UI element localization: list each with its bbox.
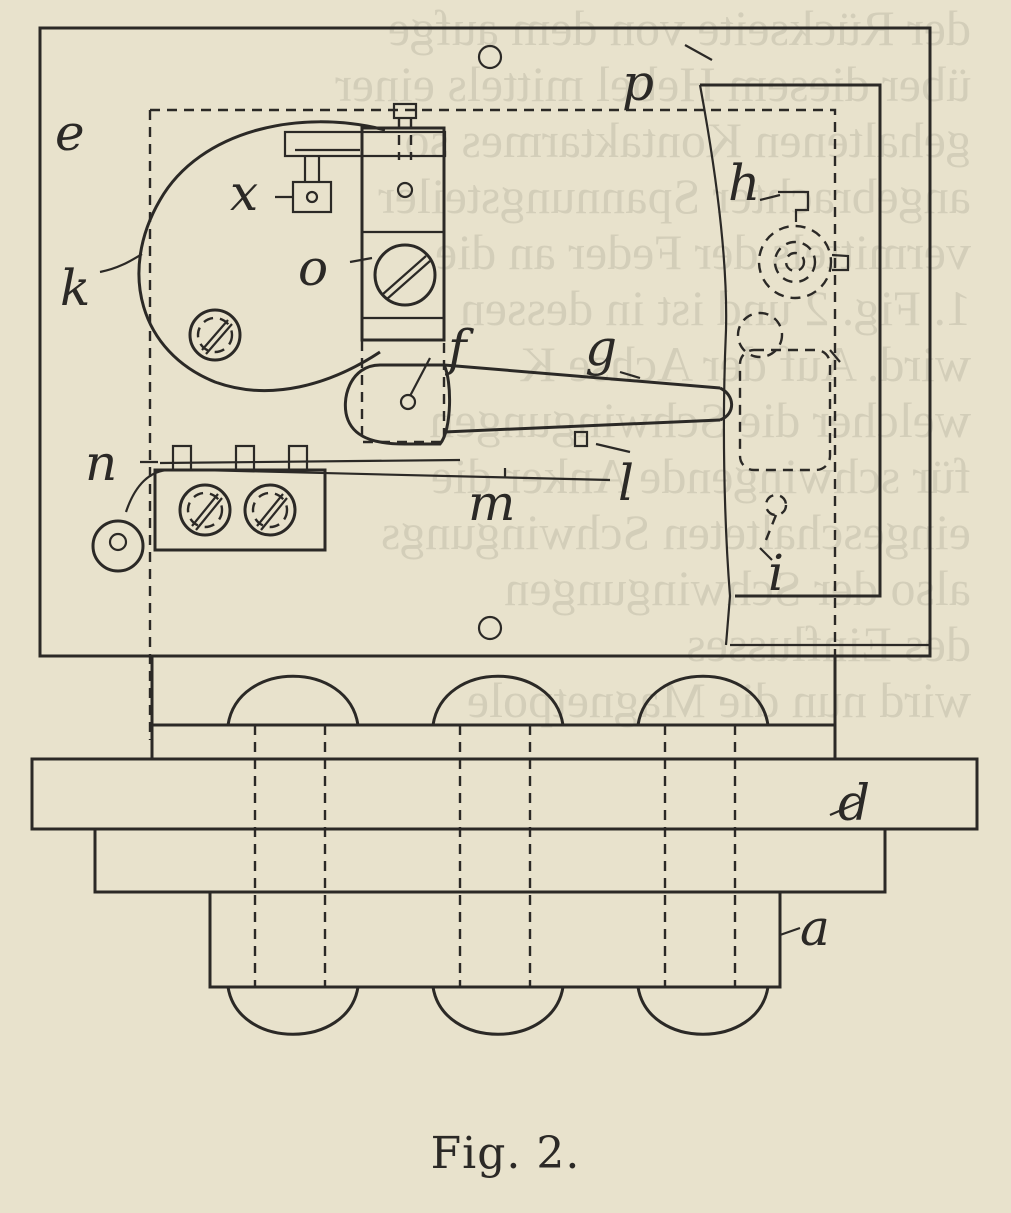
- right-panel: [684, 44, 930, 647]
- block-x: [291, 156, 333, 214]
- base-a: [208, 890, 782, 989]
- mounting-hole-bottom: [477, 615, 503, 641]
- leader-lines: [99, 193, 861, 937]
- spring-k: [137, 120, 386, 393]
- label-o: o: [298, 239, 328, 297]
- screw-left: [188, 308, 242, 362]
- label-h: h: [728, 154, 760, 212]
- part-labels: e p x k o f g h n m l i d a: [55, 54, 870, 957]
- housing-plate: [38, 26, 932, 740]
- label-i: i: [768, 544, 784, 602]
- label-n: n: [85, 434, 117, 492]
- lever-fg: [343, 363, 734, 446]
- label-x: x: [230, 164, 258, 222]
- magnet-assembly: [30, 656, 979, 1036]
- figure-caption: Fig. 2.: [430, 1128, 581, 1179]
- label-k: k: [60, 259, 90, 317]
- terminal-block: [91, 444, 327, 573]
- label-p: p: [622, 54, 654, 112]
- label-e: e: [55, 104, 85, 162]
- label-g: g: [585, 319, 617, 377]
- gear-h: [757, 190, 850, 300]
- label-d: d: [838, 774, 870, 832]
- label-m: m: [468, 474, 515, 532]
- carrier-bar: [283, 102, 447, 444]
- label-l: l: [618, 454, 634, 512]
- mounting-hole-top: [477, 44, 503, 70]
- plate-d: [30, 757, 979, 831]
- contact-m: [159, 430, 631, 482]
- label-a: a: [800, 899, 830, 957]
